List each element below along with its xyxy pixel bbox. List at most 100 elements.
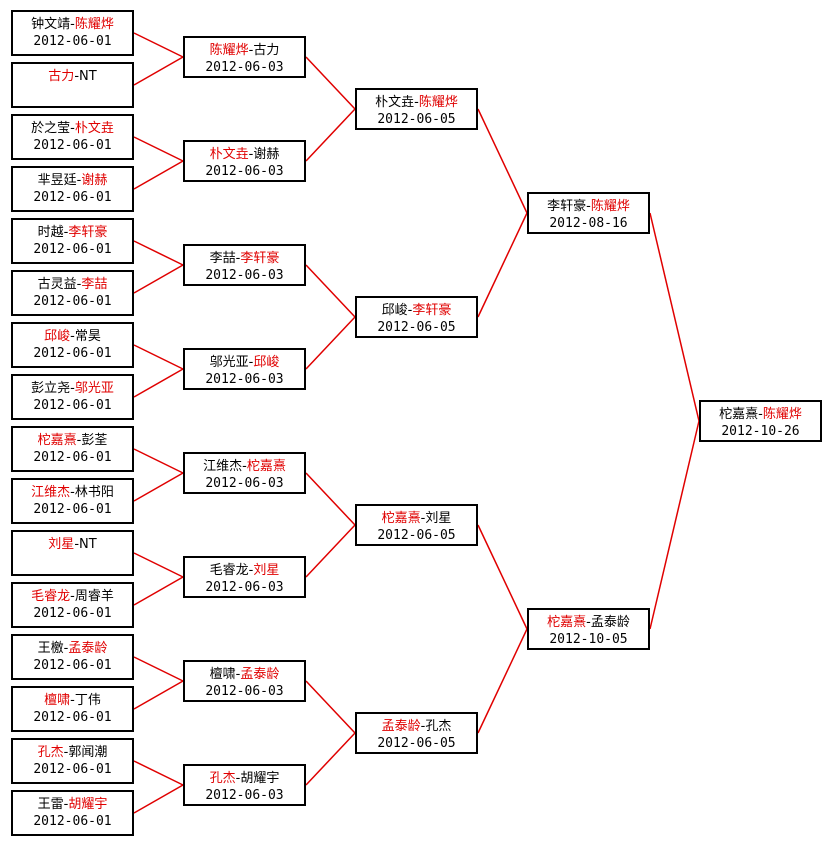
- player-separator: -: [248, 43, 254, 58]
- player-left: 古灵益: [37, 277, 77, 292]
- player-left: 孔杰: [37, 745, 64, 760]
- connector-r1-10: [133, 472, 184, 502]
- player-right: 刘星: [253, 563, 280, 578]
- player-left: 柁嘉熹: [381, 511, 421, 526]
- match-box-r1-10: 江维杰-林书阳 2012-06-01: [11, 478, 134, 524]
- connector-r2-7: [305, 680, 356, 734]
- player-right: 孟泰龄: [590, 615, 630, 630]
- player-left: 江维杰: [31, 485, 71, 500]
- player-separator: -: [76, 173, 82, 188]
- player-left: 邱峻: [381, 303, 408, 318]
- match-players: 李喆-李轩豪: [185, 250, 304, 267]
- player-left: 王雷: [37, 797, 64, 812]
- match-players: 毛睿龙-刘星: [185, 562, 304, 579]
- connector-r3-2: [477, 212, 528, 318]
- match-date: 2012-06-03: [205, 788, 284, 803]
- player-separator: -: [235, 251, 241, 266]
- player-left: 柁嘉熹: [719, 407, 759, 422]
- player-left: 柁嘉熹: [37, 433, 77, 448]
- player-right: 郭闻潮: [68, 745, 108, 760]
- match-date: 2012-06-01: [33, 294, 112, 309]
- player-separator: -: [63, 797, 69, 812]
- connector-r1-2: [133, 56, 184, 86]
- player-right: 李喆: [81, 277, 108, 292]
- connector-r1-6: [133, 264, 184, 294]
- player-left: 於之莹: [31, 121, 71, 136]
- player-left: 檀啸: [209, 667, 236, 682]
- player-separator: -: [63, 225, 69, 240]
- player-separator: -: [70, 589, 75, 604]
- player-separator: -: [76, 433, 82, 448]
- match-players: 檀啸-丁伟: [13, 692, 132, 709]
- player-left: 彭立尧: [31, 381, 71, 396]
- player-right: NT: [79, 69, 97, 84]
- player-right: 刘星: [425, 511, 452, 526]
- player-left: 芈昱廷: [37, 173, 77, 188]
- connector-r1-16: [133, 784, 184, 814]
- player-separator: -: [586, 199, 591, 214]
- match-players: 孟泰龄-孔杰: [357, 718, 476, 735]
- match-date: 2012-06-03: [205, 164, 284, 179]
- player-right: 周睿羊: [74, 589, 114, 604]
- match-players: 孔杰-胡耀宇: [185, 770, 304, 787]
- player-left: 时越: [37, 225, 64, 240]
- player-separator: -: [74, 537, 80, 552]
- match-date: 2012-06-01: [33, 710, 112, 725]
- player-separator: -: [70, 329, 75, 344]
- match-players: 朴文垚-谢赫: [185, 146, 304, 163]
- player-separator: -: [407, 303, 413, 318]
- player-separator: -: [235, 771, 241, 786]
- connector-r1-13: [133, 656, 184, 682]
- match-players: 邱峻-李轩豪: [357, 302, 476, 319]
- player-right: 林书阳: [74, 485, 114, 500]
- connector-r1-12: [133, 576, 184, 606]
- connector-r1-15: [133, 760, 184, 786]
- player-right: 孟泰龄: [68, 641, 108, 656]
- connector-r2-5: [305, 472, 356, 526]
- player-right: 朴文垚: [74, 121, 114, 136]
- match-players: 王檄-孟泰龄: [13, 640, 132, 657]
- player-separator: -: [248, 147, 254, 162]
- match-date: 2012-06-01: [33, 658, 112, 673]
- match-date: 2012-06-03: [205, 684, 284, 699]
- player-right: 丁伟: [74, 693, 101, 708]
- match-players: 柁嘉熹-孟泰龄: [529, 614, 648, 631]
- match-date: 2012-06-01: [33, 502, 112, 517]
- match-players: 芈昱廷-谢赫: [13, 172, 132, 189]
- match-date: 2012-06-05: [377, 736, 456, 751]
- connector-r1-9: [133, 448, 184, 474]
- player-separator: -: [242, 459, 247, 474]
- player-separator: -: [586, 615, 591, 630]
- connector-r2-6: [305, 524, 356, 578]
- player-right: 谢赫: [81, 173, 108, 188]
- match-players: 於之莹-朴文垚: [13, 120, 132, 137]
- connector-r1-3: [133, 136, 184, 162]
- match-date: 2012-06-05: [377, 528, 456, 543]
- match-players: 朴文垚-陈耀烨: [357, 94, 476, 111]
- player-left: 朴文垚: [209, 147, 249, 162]
- match-box-r1-11: 刘星-NT: [11, 530, 134, 576]
- match-box-r1-2: 古力-NT: [11, 62, 134, 108]
- player-separator: -: [76, 277, 82, 292]
- player-right: 谢赫: [253, 147, 280, 162]
- connector-r1-11: [133, 552, 184, 578]
- match-date: 2012-06-03: [205, 580, 284, 595]
- match-players: 王雷-胡耀宇: [13, 796, 132, 813]
- connector-r2-8: [305, 732, 356, 786]
- connector-r1-5: [133, 240, 184, 266]
- connector-r2-4: [305, 316, 356, 370]
- player-separator: -: [70, 121, 75, 136]
- connector-r1-7: [133, 344, 184, 370]
- player-separator: -: [70, 485, 75, 500]
- player-left: 李轩豪: [547, 199, 587, 214]
